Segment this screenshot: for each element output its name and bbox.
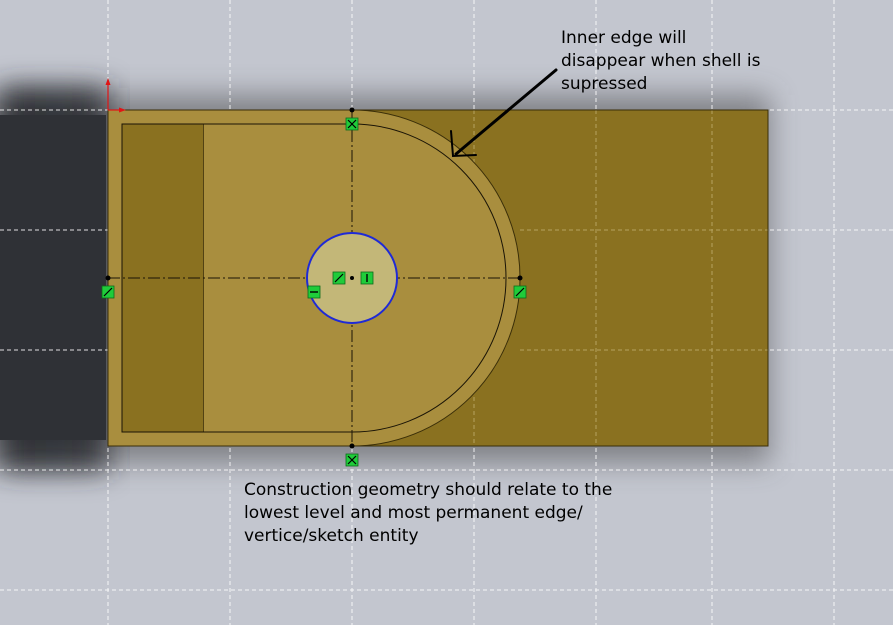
construction-annotation: Construction geometry should relate to t… [244,479,612,548]
annotation-line: vertice/sketch entity [244,526,419,546]
sketch-relation-icon[interactable] [332,271,346,285]
sketch-point[interactable] [517,275,523,281]
left-dark-core [0,115,106,440]
annotation-line: disappear when shell is [561,51,761,71]
sketch-relation-icon[interactable] [513,285,527,299]
annotation-line: supressed [561,74,648,94]
sketch-points [105,107,523,449]
annotation-line: lowest level and most permanent edge/ [244,503,583,523]
sketch-relation-icon[interactable] [307,285,321,299]
sketch-relation-icon[interactable] [360,271,374,285]
callout-arrow-icon [450,68,558,158]
origin-axis-icon[interactable] [105,78,127,113]
sketch-point[interactable] [349,107,355,113]
sketch-point[interactable] [349,443,355,449]
inner-edge-annotation: Inner edge will disappear when shell is … [561,27,760,96]
sketch-relation-icon[interactable] [345,453,359,467]
relation-markers [101,117,527,467]
sketch-point[interactable] [350,276,354,280]
annotation-line: Construction geometry should relate to t… [244,480,613,500]
sketch-relation-icon[interactable] [101,285,115,299]
annotation-line: Inner edge will [561,28,687,48]
sketch-point[interactable] [105,275,111,281]
sketch-relation-icon[interactable] [345,117,359,131]
